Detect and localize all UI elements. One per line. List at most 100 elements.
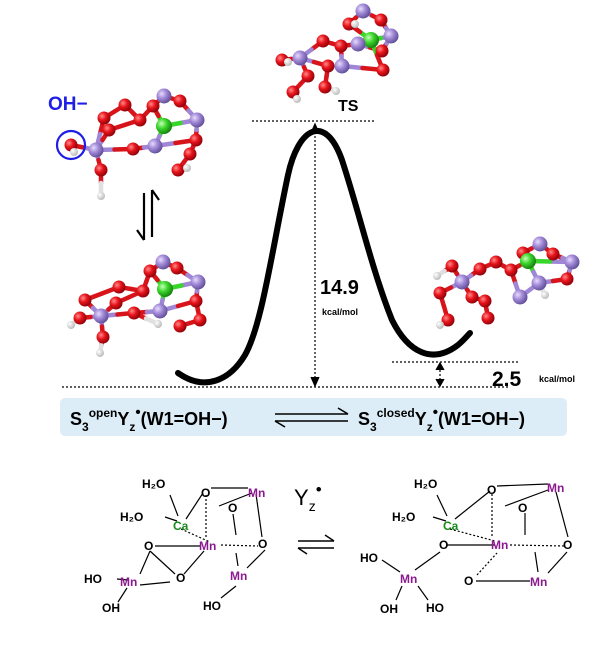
oxygen-atom <box>334 39 348 53</box>
oxygen-atom <box>97 111 111 125</box>
svg-text:Mn: Mn <box>491 538 508 552</box>
oxygen-atom <box>342 17 356 31</box>
product-offset-arrow <box>435 361 445 388</box>
svg-text:O: O <box>464 574 473 588</box>
oxygen-atom <box>146 99 160 113</box>
hydrogen-atom <box>96 349 104 357</box>
hydrogen-atom <box>67 321 75 329</box>
oxygen-atom <box>445 259 459 273</box>
hydrogen-atom <box>284 58 292 66</box>
calcium-atom <box>363 32 379 48</box>
ts-label: TS <box>338 98 359 115</box>
oxygen-atom <box>473 262 487 276</box>
calcium-atom <box>157 281 173 297</box>
manganese-atom <box>152 303 168 319</box>
oxygen-atom <box>376 63 390 77</box>
oxygen-atom <box>94 163 108 177</box>
svg-text:Mn: Mn <box>530 575 547 589</box>
hydroxide-label: OH− <box>48 94 88 115</box>
manganese-atom <box>156 88 172 104</box>
svg-text:O: O <box>518 501 527 515</box>
left-state-formula: S3openYz•(W1=OH−) <box>70 404 228 434</box>
oxygen-atom <box>189 133 203 147</box>
svg-text:Mn: Mn <box>199 539 216 553</box>
svg-text:Mn: Mn <box>248 486 265 500</box>
svg-text:O: O <box>176 571 185 585</box>
svg-text:O: O <box>563 538 572 552</box>
oxygen-atom <box>170 261 184 275</box>
hydrogen-atom <box>433 272 441 280</box>
manganese-atom <box>334 58 350 74</box>
oxygen-atom <box>504 263 518 277</box>
hydrogen-atom <box>154 320 162 328</box>
product-value: 2.5 <box>492 368 522 391</box>
svg-text:Ca: Ca <box>443 519 459 533</box>
manganese-atom <box>531 275 547 291</box>
hydrogen-atom <box>351 20 359 28</box>
manganese-atom <box>93 308 109 324</box>
oxygen-atom <box>109 296 123 310</box>
oxygen-atom <box>73 311 87 325</box>
svg-text:Mn: Mn <box>400 572 417 586</box>
oxygen-atom <box>173 319 187 333</box>
manganese-atom <box>383 28 399 44</box>
svg-text:HO: HO <box>203 599 221 613</box>
svg-text:O: O <box>228 501 237 515</box>
manganese-atom <box>155 254 171 270</box>
manganese-atom <box>189 112 205 128</box>
hydrogen-atom <box>293 95 301 103</box>
manganese-atom <box>190 274 206 290</box>
oxygen-atom <box>102 123 116 137</box>
hydrogen-atom <box>541 291 549 299</box>
left-cluster-labels: H₂O H₂O Ca O Mn O Mn O O Mn O Mn HO OH H… <box>84 477 267 615</box>
oxygen-atom <box>465 290 479 304</box>
manganese-atom <box>564 254 580 270</box>
oxygen-atom <box>136 284 150 298</box>
oxygen-atom <box>193 313 207 327</box>
oxygen-atom <box>301 69 315 83</box>
ts-structure-model <box>275 3 399 103</box>
oxygen-atom <box>318 80 332 94</box>
structure-equilibrium-arrows <box>136 189 160 241</box>
svg-text:HO: HO <box>360 551 378 565</box>
oxygen-atom <box>96 330 110 344</box>
hydrogen-atom <box>70 148 78 156</box>
manganese-atom <box>512 289 528 305</box>
svg-text:HO: HO <box>84 572 102 586</box>
oxygen-atom <box>489 255 503 269</box>
svg-text:H₂O: H₂O <box>414 477 437 491</box>
oxygen-atom <box>118 98 132 112</box>
hydrogen-atom <box>332 87 340 95</box>
right-state-formula: S3closedYz•(W1=OH−) <box>358 404 525 434</box>
svg-text:O: O <box>144 539 153 553</box>
oxygen-atom <box>481 311 495 325</box>
open-structure-model-2 <box>67 254 207 357</box>
right-cluster-scheme <box>381 483 569 601</box>
oxygen-atom <box>126 142 140 156</box>
barrier-arrow <box>310 122 320 388</box>
svg-text:H₂O: H₂O <box>120 510 143 524</box>
oxygen-atom <box>478 294 492 308</box>
barrier-value: 14.9 <box>320 277 359 299</box>
open-structure-model <box>64 88 205 200</box>
scheme-equilibrium-arrow <box>297 534 335 555</box>
closed-structure-model <box>433 236 580 329</box>
manganese-atom <box>532 236 548 252</box>
svg-text:HO: HO <box>426 601 444 615</box>
oxygen-atom <box>560 272 574 286</box>
oxygen-atom <box>183 147 197 161</box>
oxygen-atom <box>173 94 187 108</box>
svg-text:H₂O: H₂O <box>392 510 415 524</box>
equation-box <box>60 398 567 436</box>
oxygen-atom <box>316 34 330 48</box>
yz-label: Yz• <box>294 480 322 514</box>
calcium-atom <box>156 118 172 134</box>
energy-profile-curve <box>175 127 473 386</box>
hydrogen-atom <box>183 164 191 172</box>
svg-text:Mn: Mn <box>230 569 247 583</box>
oxygen-atom <box>127 306 141 320</box>
svg-text:Mn: Mn <box>120 575 137 589</box>
manganese-atom <box>292 50 308 66</box>
manganese-atom <box>355 3 371 19</box>
svg-text:OH: OH <box>102 601 120 615</box>
